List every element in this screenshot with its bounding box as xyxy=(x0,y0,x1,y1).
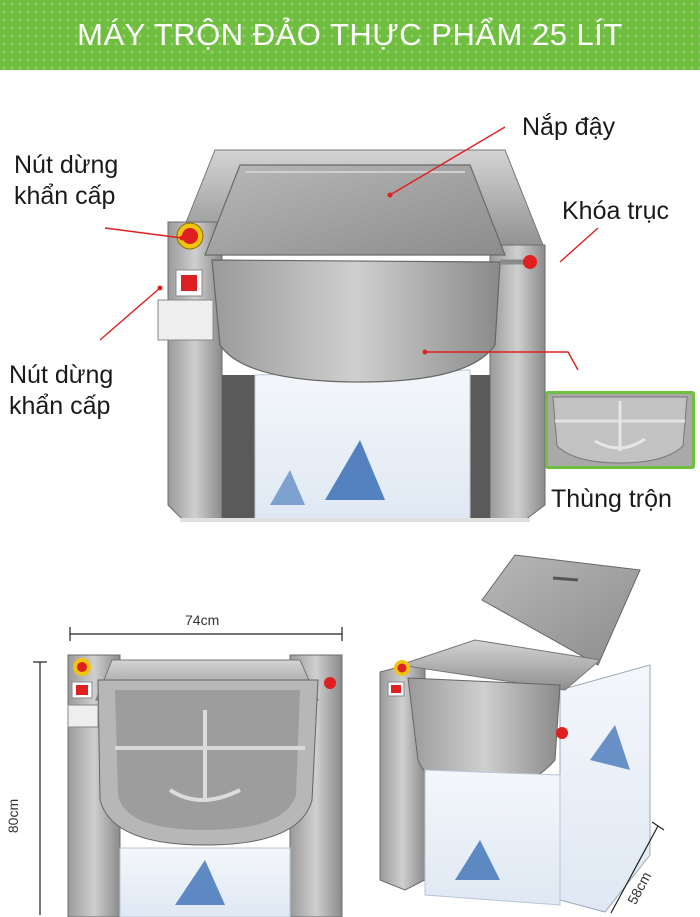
top-machine xyxy=(157,149,546,522)
label-line: Nút dừng xyxy=(14,151,119,179)
front-view-machine xyxy=(33,627,343,917)
label-shaft-lock: Khóa trục xyxy=(562,197,670,225)
banner-pattern xyxy=(0,0,700,70)
dimension-height: 80cm xyxy=(5,798,22,834)
inset-image xyxy=(548,394,692,466)
dimension-width: 74cm xyxy=(185,612,220,628)
label-emergency-stop-bottom: Nút dừng khẩn cấp xyxy=(9,360,113,422)
label-line: khẩn cấp xyxy=(14,182,116,210)
callout-dots xyxy=(157,192,533,355)
page-title: MÁY TRỘN ĐẢO THỰC PHẨM 25 LÍT xyxy=(77,17,623,52)
label-emergency-stop-top: Nút dừng khẩn cấp xyxy=(14,150,118,212)
label-lid: Nắp đậy xyxy=(522,113,616,141)
callout-lines xyxy=(99,126,599,371)
title-banner: MÁY TRỘN ĐẢO THỰC PHẨM 25 LÍT xyxy=(0,0,700,70)
mixing-tank-inset xyxy=(545,391,695,469)
label-line: Nút dừng xyxy=(9,361,114,389)
label-mixing-tank: Thùng trộn xyxy=(551,485,672,513)
label-line: khẩn cấp xyxy=(9,392,111,420)
angle-view-machine xyxy=(379,554,665,914)
